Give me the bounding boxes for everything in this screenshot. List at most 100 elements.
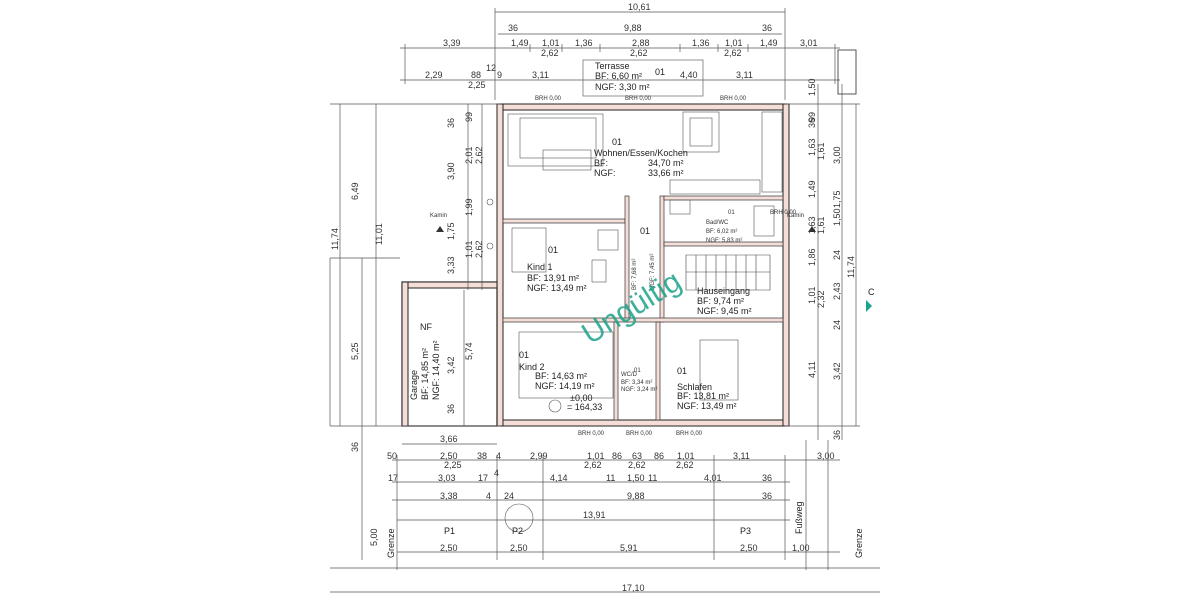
dim-bottom-2n: 2,62 — [584, 460, 602, 470]
room-bad-name: Bad/WC — [706, 220, 729, 226]
dim-bottom-2i: 86 — [654, 451, 664, 461]
dim-bottom-2g: 86 — [612, 451, 622, 461]
dim-bottom-3g: 1,50 — [627, 473, 645, 483]
dim-right-13: 2,43 — [832, 282, 842, 300]
room-wc-ngf: NGF: 3,24 m² — [621, 387, 657, 393]
dim-left-18: 36 — [446, 404, 456, 414]
dim-top-3a: 2,29 — [425, 70, 443, 80]
dim-right-2: 99 — [807, 112, 817, 122]
dim-bottom-2l: 3,00 — [817, 451, 835, 461]
section-arrow-icon — [866, 300, 872, 312]
dim-right-7: 1,63 — [807, 216, 817, 234]
dim-right-14: 11,74 — [846, 256, 856, 278]
dim-left-16: 5,74 — [464, 342, 474, 360]
room-garage-name: Garage — [409, 370, 419, 400]
room-bad-bf: BF: 6,02 m² — [706, 229, 737, 235]
dim-right-1: 1,50 — [807, 78, 817, 96]
dim-left-1: 6,49 — [350, 182, 360, 200]
dim-bottom-2c: 38 — [477, 451, 487, 461]
brh-1: BRH 0,00 — [535, 96, 562, 102]
dim-bottom-2k: 3,11 — [733, 451, 750, 461]
brh-labels: BRH 0,00 BRH 0,00 BRH 0,00 BRH 0,00 BRH … — [535, 96, 797, 437]
dim-top-2j: 2,62 — [541, 48, 559, 58]
kamin-right-arrow-icon — [808, 226, 816, 232]
dim-top-3f: 4,40 — [680, 70, 698, 80]
parking-p2: P2 — [512, 526, 523, 536]
dim-left-10: 36 — [446, 118, 456, 128]
brh-3: BRH 0,00 — [720, 96, 747, 102]
dim-bottom-overall: 17,10 — [622, 583, 645, 593]
room-kind2-num: 01 — [519, 350, 529, 360]
dim-bottom-2h: 63 — [632, 451, 642, 461]
dim-right-19: 3,42 — [832, 362, 842, 380]
room-wohnen-ngf-value: 33,66 m² — [648, 168, 684, 178]
dim-left-2: 11,01 — [374, 223, 384, 245]
room-wc-name: WC/D — [621, 372, 638, 378]
fussweg-label: Fußweg — [794, 501, 804, 534]
dim-bottom-6c: 5,91 — [620, 543, 638, 553]
dim-right-11: 1,86 — [807, 248, 817, 266]
dim-left-8: 2,62 — [474, 146, 484, 164]
room-wohnen-ngf: NGF: — [594, 168, 616, 178]
grenze-right: Grenze — [854, 528, 864, 558]
brh-6: BRH 0,00 — [676, 431, 703, 437]
right-dimension-chains — [785, 84, 860, 570]
room-wohnen-num: 01 — [612, 137, 622, 147]
terrace-num: 01 — [655, 67, 665, 77]
parking-p1: P1 — [444, 526, 455, 536]
dim-top-3h: 2,25 — [468, 80, 486, 90]
dim-bottom-3h: 11 — [648, 473, 657, 483]
dim-right-5: 3,00 — [832, 146, 842, 164]
dim-right-10: 1,75 — [832, 190, 842, 208]
dim-top-2i: 3,01 — [800, 38, 818, 48]
dim-top-3e: 3,11 — [532, 70, 549, 80]
dim-right-16: 2,32 — [816, 290, 826, 308]
dim-bottom-6d: 2,50 — [740, 543, 758, 553]
room-flur-ngf: NGF: 7,45 m² — [650, 254, 656, 290]
dim-right-17: 24 — [832, 320, 842, 330]
brh-4: BRH 0,00 — [578, 431, 605, 437]
dim-left-12: 1,01 — [464, 240, 474, 258]
terrace-title: Terrasse — [595, 61, 630, 71]
dim-bottom-3a: 17 — [388, 473, 398, 483]
dim-right-12: 24 — [832, 250, 842, 260]
kamin-left-arrow-icon — [436, 226, 444, 232]
level-top: ±0,00 — [570, 393, 592, 403]
dim-right-4: 1,61 — [816, 142, 826, 160]
dim-left-17: 3,42 — [446, 356, 456, 374]
room-garage-tag: NF — [420, 322, 432, 332]
room-kind1-num: 01 — [548, 245, 558, 255]
dim-bottom-3e: 4,14 — [550, 473, 568, 483]
room-wohnen-bf-value: 34,70 m² — [648, 158, 684, 168]
dim-left-19: 36 — [350, 442, 360, 452]
dim-bottom-2m: 2,25 — [444, 460, 462, 470]
dim-top-2k: 2,62 — [630, 48, 648, 58]
dim-top-2l: 2,62 — [724, 48, 742, 58]
dim-left-15: 1,75 — [446, 222, 456, 240]
room-wohnen-name: Wohnen/Essen/Kochen — [594, 148, 688, 158]
room-hauseingang-ngf: NGF: 9,45 m² — [697, 306, 752, 316]
left-dimension-chains — [329, 103, 500, 560]
room-hauseingang-bf: BF: 9,74 m² — [697, 296, 744, 306]
dim-left-6: 3,90 — [446, 162, 456, 180]
dim-bottom-2j: 1,01 — [677, 451, 695, 461]
dim-right-3: 1,63 — [807, 138, 817, 156]
room-kind2-ngf: NGF: 14,19 m² — [535, 381, 595, 391]
room-bad-ngf: NGF: 5,83 m² — [706, 238, 742, 244]
furniture — [486, 111, 783, 533]
room-bad-num: 01 — [728, 210, 735, 216]
dim-right-18: 4,11 — [807, 361, 817, 378]
brh-2: BRH 0,00 — [625, 96, 652, 102]
room-kind2-name: Kind 2 — [519, 362, 545, 372]
room-garage-ngf: NGF: 14,40 m² — [431, 340, 441, 400]
dim-top-2g: 1,01 — [725, 38, 743, 48]
dim-bottom-4e: 36 — [762, 491, 772, 501]
dim-bottom-3i: 4,01 — [704, 473, 722, 483]
room-kind1-name: Kind 1 — [527, 262, 553, 272]
kamin-right: Kamin — [787, 213, 804, 219]
brh-7: BRH 0,00 — [770, 210, 797, 216]
room-schlafen-num: 01 — [677, 366, 687, 376]
dim-bottom-2o: 2,62 — [628, 460, 646, 470]
dim-left-9: 99 — [464, 112, 474, 122]
dim-top-2c: 1,01 — [542, 38, 560, 48]
